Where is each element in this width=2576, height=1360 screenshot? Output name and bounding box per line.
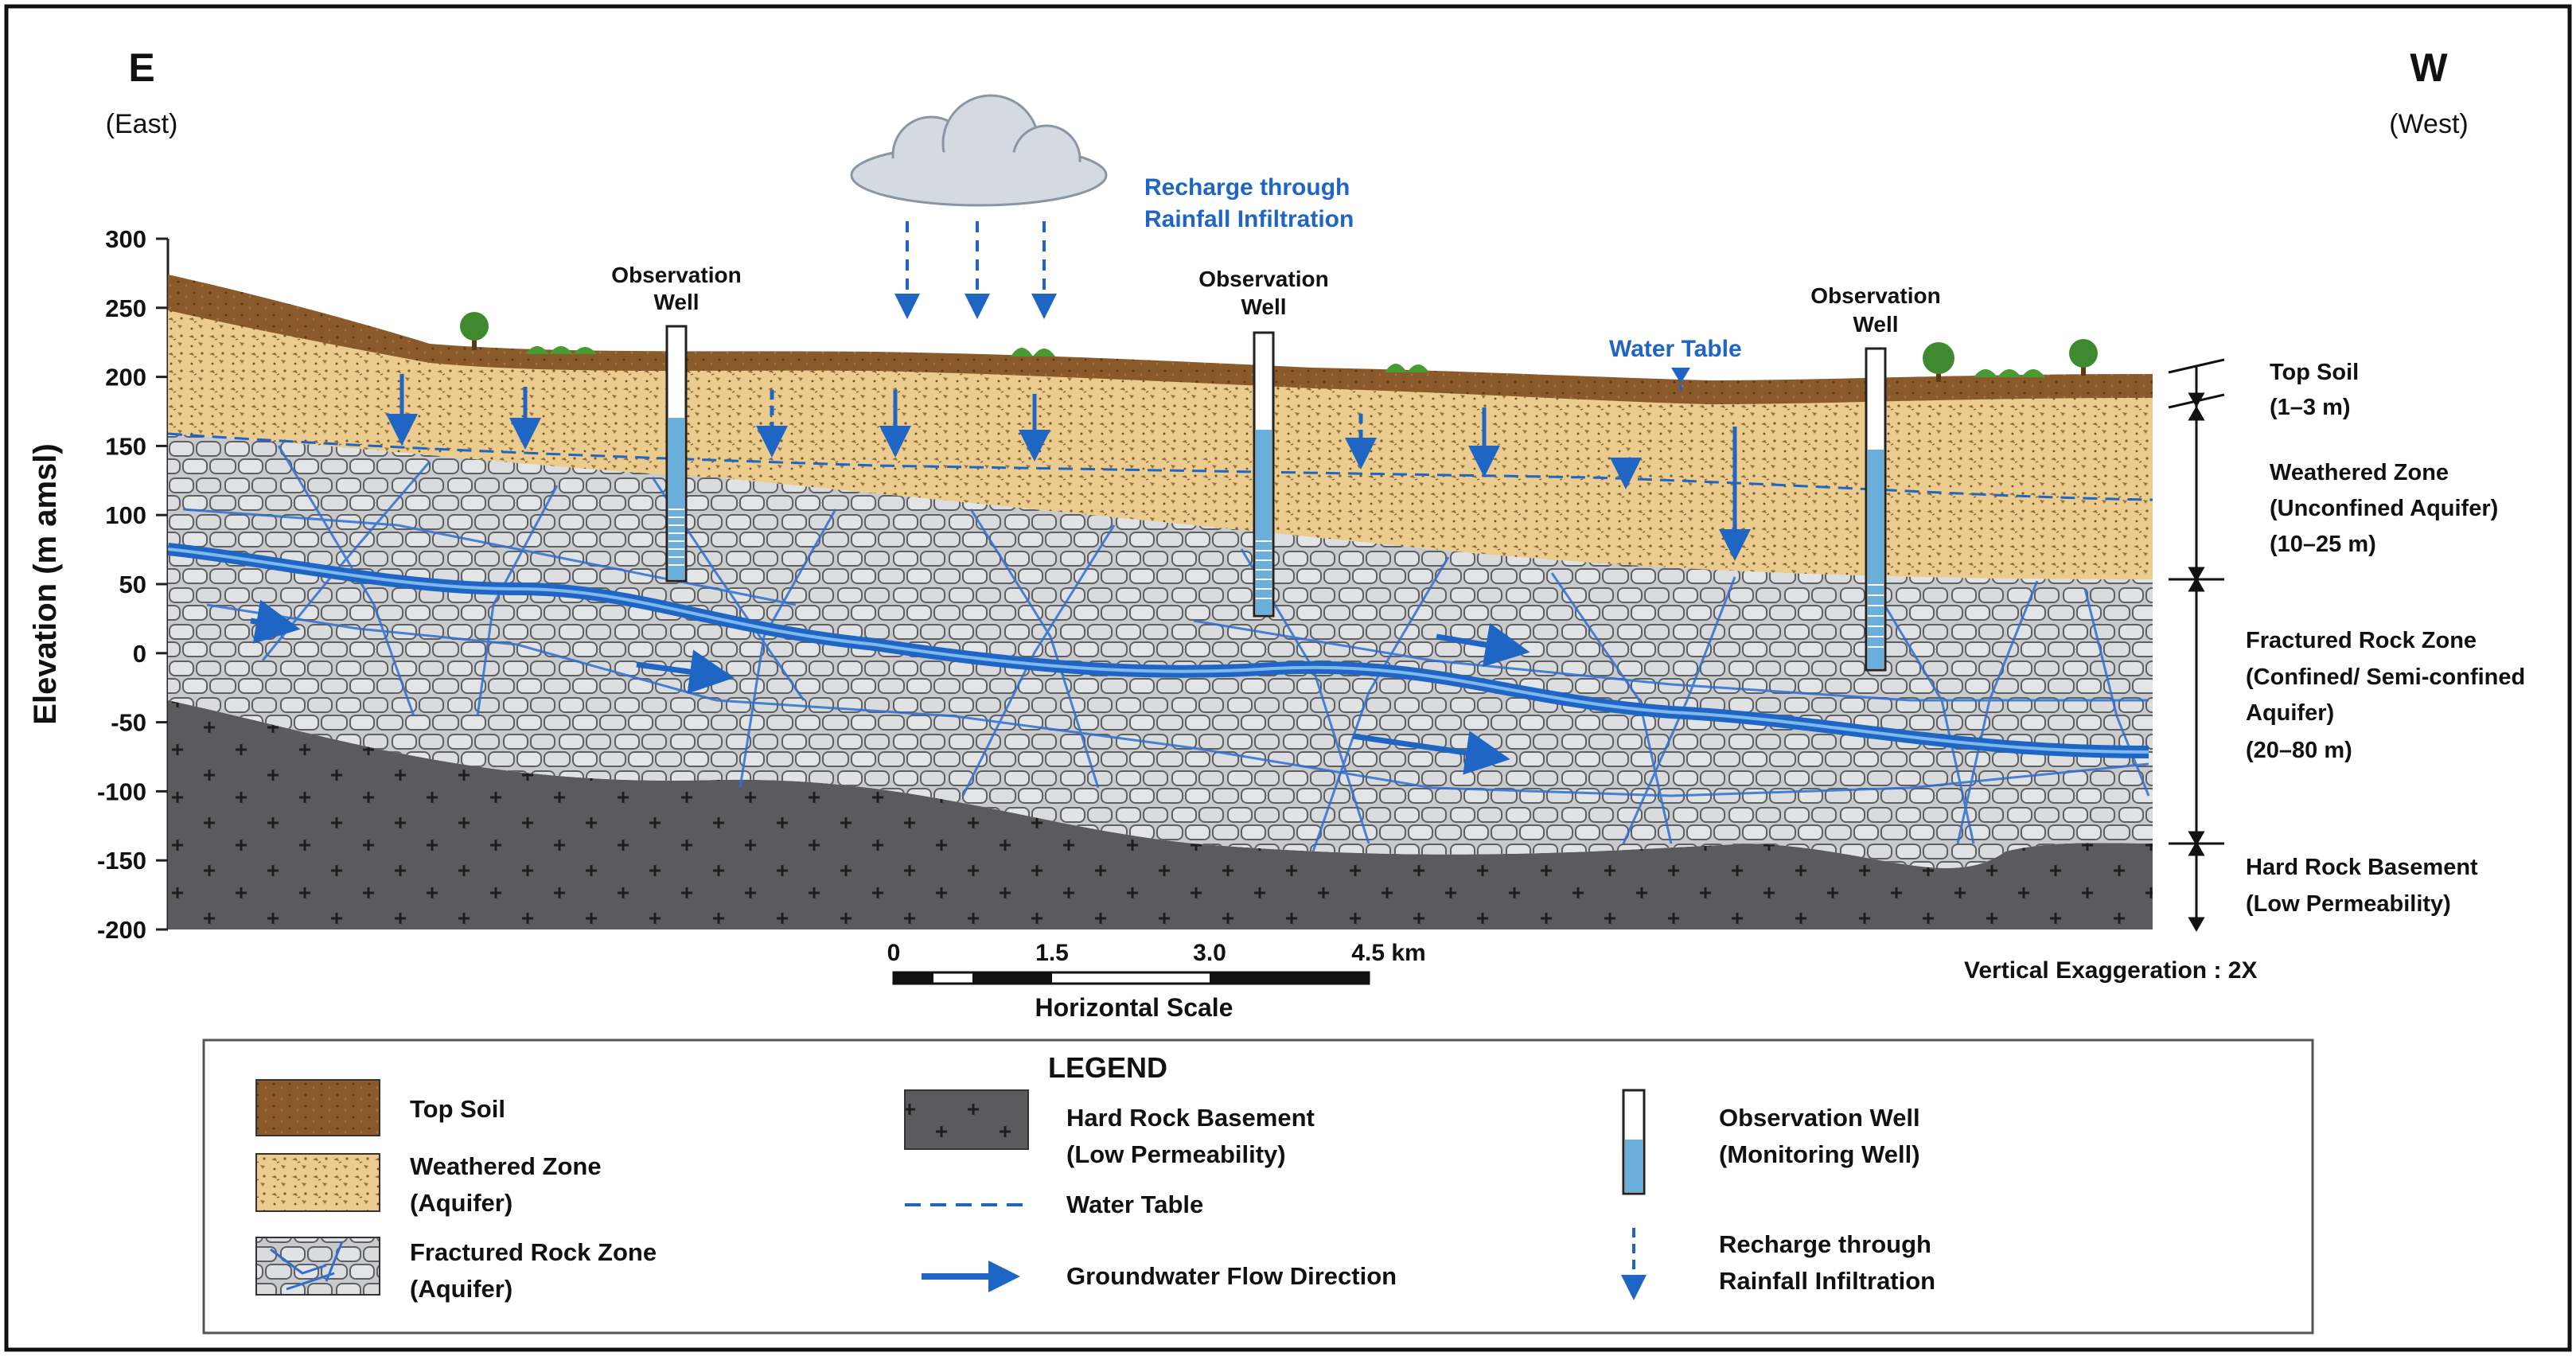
legend-well-line2: (Monitoring Well) [1719, 1140, 1920, 1168]
grass-icon [1011, 348, 1055, 357]
tree-icon [460, 312, 489, 350]
vertical-exaggeration-note: Vertical Exaggeration : 2X [1964, 957, 2257, 984]
water-table-label: Water Table [1609, 336, 1742, 362]
scale-tick-1: 1.5 [1035, 940, 1069, 966]
well-1-label-line2: Well [653, 290, 699, 314]
y-tick-label: -200 [97, 916, 146, 944]
zone-fractured-line1: Fractured Rock Zone [2246, 628, 2477, 653]
legend-fractured-line1: Fractured Rock Zone [410, 1238, 657, 1266]
legend-recharge-line1: Recharge through [1719, 1230, 1931, 1258]
fractured-rock-layer [168, 434, 2153, 868]
y-axis: 300 250 200 150 100 50 0 -50 -100 -150 -200 Elevat… [28, 225, 170, 944]
legend-title: LEGEND [1048, 1051, 1167, 1084]
y-tick-label: 300 [105, 225, 146, 253]
well-3-label-line1: Observation [1810, 283, 1940, 308]
legend-box [202, 1039, 2314, 1335]
geology-section [168, 275, 2153, 929]
tree-icon [1923, 342, 1954, 382]
legend-water-table-label: Water Table [1066, 1190, 1203, 1218]
east-letter: E [128, 45, 154, 90]
zone-weathered-line3: (10–25 m) [2270, 532, 2376, 557]
y-axis-ticks: 300 250 200 150 100 50 0 -50 -100 -150 -200 [97, 225, 168, 944]
zone-fractured-line2: (Confined/ Semi-confined [2246, 664, 2525, 690]
scale-tick-0: 0 [887, 940, 901, 966]
legend-recharge-line2: Rainfall Infiltration [1719, 1267, 1935, 1295]
observation-well-3: Observation Well [1810, 283, 1941, 672]
horizontal-scale: 0 1.5 3.0 4.5 km Horizontal Scale [887, 940, 1426, 1022]
y-tick-label: -100 [97, 777, 146, 805]
zone-fractured-line4: (20–80 m) [2246, 738, 2352, 763]
cloud-icon [850, 94, 1108, 207]
basement-layer [168, 700, 2153, 929]
zone-topsoil-line2: (1–3 m) [2270, 395, 2351, 420]
west-label: (West) [2389, 109, 2468, 139]
well-2-label-line2: Well [1241, 294, 1286, 319]
zone-topsoil-line1: Top Soil [2270, 360, 2359, 385]
grass-icon [1974, 369, 2045, 377]
legend-fractured-line2: (Aquifer) [410, 1275, 512, 1303]
legend: LEGEND Top Soil Weathered Zone (Aquifer)… [202, 1039, 2314, 1335]
legend-weathered-line1: Weathered Zone [410, 1152, 602, 1180]
legend-swatch-weathered [255, 1153, 380, 1212]
zone-fractured-line3: Aquifer) [2246, 700, 2334, 726]
legend-basement-line1: Hard Rock Basement [1066, 1104, 1315, 1132]
observation-well-1: Observation Well [611, 263, 742, 583]
zone-brackets [2168, 358, 2225, 933]
well-3-label-line2: Well [1853, 312, 1898, 337]
legend-swatch-basement [904, 1089, 1029, 1150]
figure-frame [4, 4, 2572, 1352]
y-tick-label: 250 [105, 294, 146, 322]
zone-labels: Top Soil (1–3 m) Weathered Zone (Unconfi… [2246, 360, 2525, 917]
rainfall-arrows [894, 221, 1057, 319]
legend-weathered-line2: (Aquifer) [410, 1189, 512, 1217]
water-table-line [168, 432, 2153, 501]
y-tick-label: 50 [119, 571, 146, 598]
water-table-triangle-icon [1671, 368, 1690, 384]
scale-tick-3: 4.5 km [1351, 940, 1425, 966]
recharge-label-line2: Rainfall Infiltration [1144, 206, 1354, 232]
infiltration-arrows [386, 374, 1751, 561]
zone-weathered-line2: (Unconfined Aquifer) [2270, 496, 2498, 521]
y-tick-label: 0 [133, 640, 146, 668]
y-tick-label: 200 [105, 364, 146, 392]
y-tick-label: -150 [97, 847, 146, 875]
groundwater-flow-arrows [250, 599, 1530, 775]
y-axis-label: Elevation (m amsl) [28, 443, 63, 724]
y-tick-label: 150 [105, 432, 146, 460]
legend-swatch-fractured [255, 1237, 380, 1296]
well-2-label-line1: Observation [1198, 267, 1328, 291]
observation-well-2: Observation Well [1198, 267, 1329, 618]
east-label: (East) [106, 109, 178, 139]
recharge-label-line1: Recharge through [1144, 174, 1350, 201]
legend-flow-label: Groundwater Flow Direction [1066, 1262, 1397, 1290]
well-1-label-line1: Observation [611, 263, 741, 287]
top-soil-layer [168, 275, 2153, 404]
legend-well-line1: Observation Well [1719, 1104, 1920, 1132]
scale-tick-2: 3.0 [1193, 940, 1226, 966]
legend-basement-line2: (Low Permeability) [1066, 1140, 1286, 1168]
legend-topsoil-label: Top Soil [410, 1095, 505, 1123]
grass-icon [1385, 364, 1429, 372]
grass-icon [525, 346, 597, 354]
y-tick-label: 100 [105, 501, 146, 529]
legend-swatch-topsoil [255, 1079, 380, 1136]
y-tick-label: -50 [111, 709, 146, 737]
scale-label: Horizontal Scale [1035, 993, 1233, 1022]
vegetation [460, 312, 2098, 382]
zone-basement-line2: (Low Permeability) [2246, 891, 2451, 917]
zone-basement-line1: Hard Rock Basement [2246, 855, 2478, 880]
zone-weathered-line1: Weathered Zone [2270, 460, 2449, 485]
west-letter: W [2410, 45, 2448, 90]
tree-icon [2069, 339, 2098, 376]
